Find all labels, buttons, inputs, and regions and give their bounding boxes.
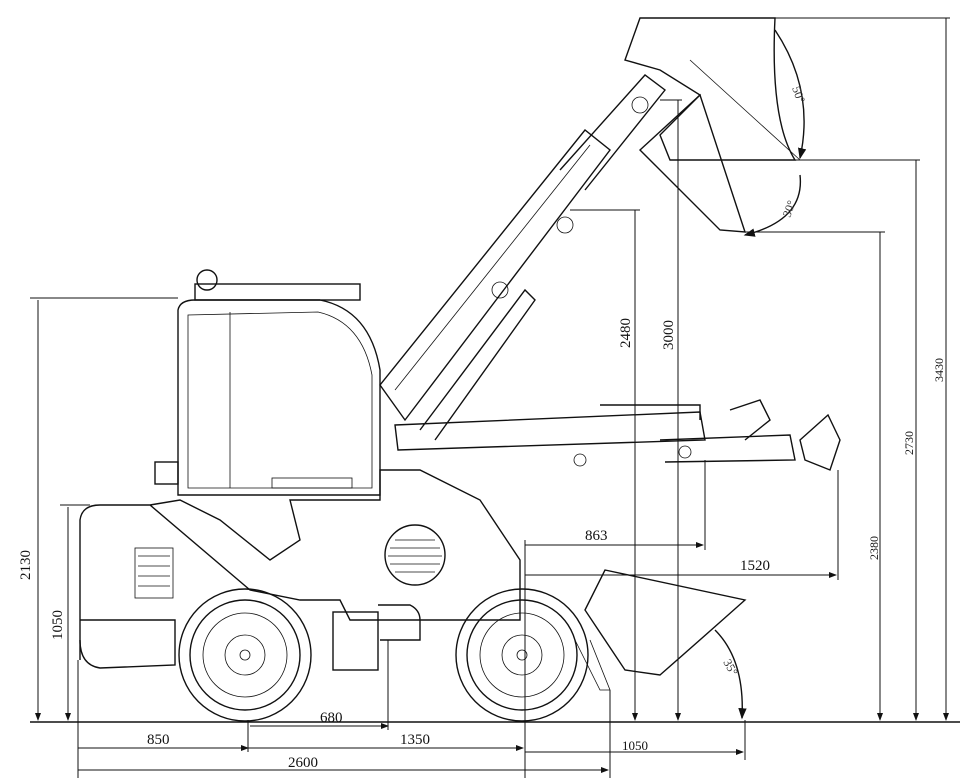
loader-body [79,469,521,671]
dump-angle-arc-top [774,29,807,160]
dim-label-body-height: 1050 [50,610,66,640]
dim-label-reach-retracted: 863 [585,528,608,544]
dim-label-pin-height-retracted: 3000 [661,320,677,350]
boom-raised [379,74,666,441]
boom-extended [394,399,841,471]
dim-label-overall-length: 2600 [288,755,318,771]
dim-label-reach-extended: 1520 [740,558,770,574]
angle-label-top: 50° [789,84,808,105]
beacon-light [196,269,218,291]
dim-label-dump-height-retracted: 2480 [618,318,634,348]
dim-label-front-overhang: 850 [147,732,170,748]
engine-hood [79,469,521,660]
rear-wheel [178,588,312,722]
rollback-angle-arc [714,629,747,720]
angle-label-rollback: 35° [720,657,741,679]
dim-label-max-height: 3430 [932,358,946,382]
dim-label-dump-height-extended: 2380 [867,536,881,560]
cooling-grille [384,524,446,586]
front-wheel [455,588,589,722]
dim-label-bucket-length: 1050 [622,738,648,753]
dim-label-overall-height: 2130 [18,550,34,580]
bucket-lowered [574,569,747,720]
bucket-raised [624,17,807,237]
operator-cab [154,269,381,496]
dimension-lines [30,17,950,778]
attachment-plate [799,413,841,471]
dim-label-wheelbase: 1350 [400,732,430,748]
angle-label-mid: 30° [780,198,799,219]
dim-label-step: 680 [320,710,343,726]
dim-label-pin-height-extended: 2730 [902,431,916,455]
